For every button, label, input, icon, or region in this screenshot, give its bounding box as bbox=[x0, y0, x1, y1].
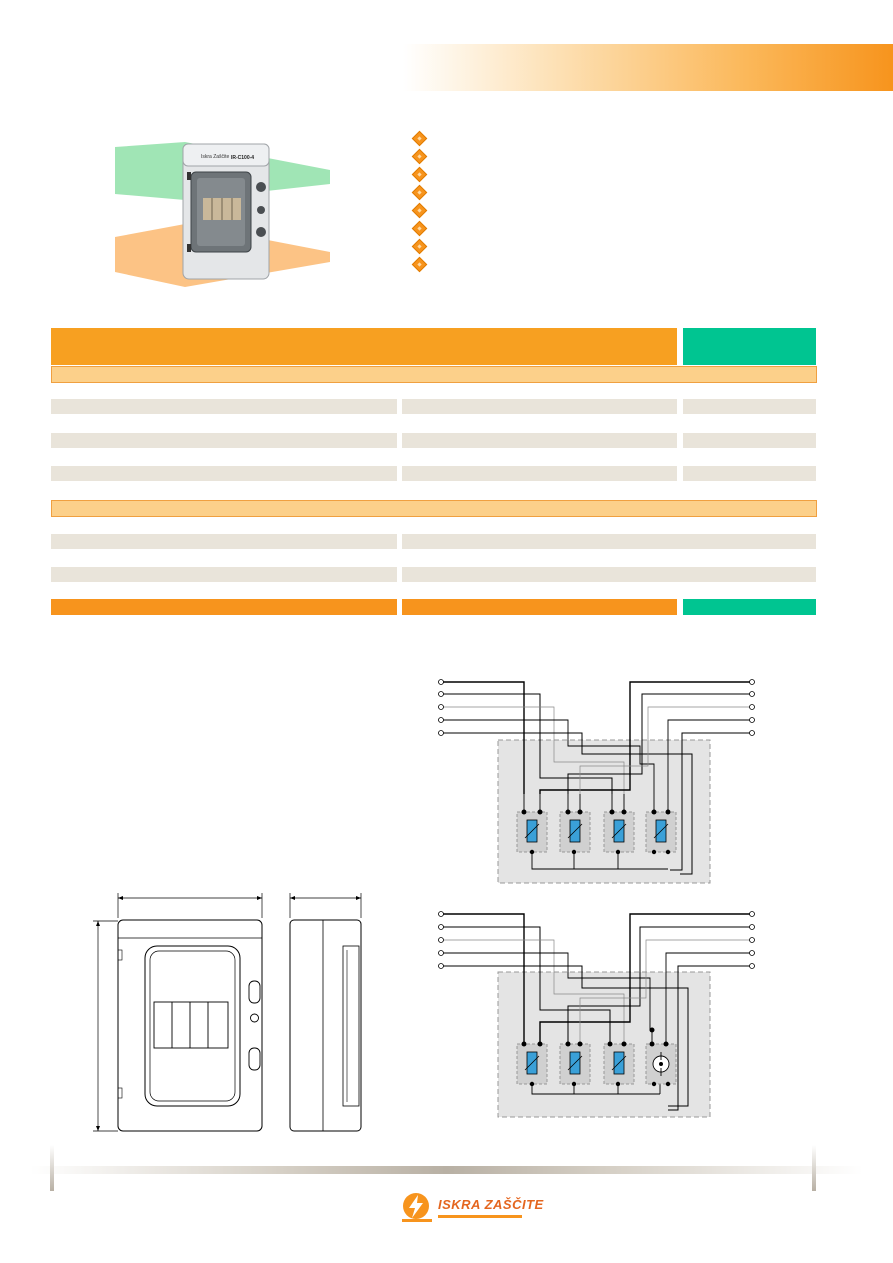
table-row-value-wide bbox=[402, 567, 816, 582]
table-row-unit bbox=[402, 466, 677, 481]
table-header bbox=[51, 328, 677, 365]
table-footer-label bbox=[51, 599, 397, 615]
brand-mini-label: Iskra Zaščite bbox=[201, 154, 230, 160]
orange-diamond-bullet-icon bbox=[411, 166, 428, 183]
table-row-unit bbox=[402, 433, 677, 448]
table-header-model-column bbox=[683, 328, 816, 365]
feature-bullet-list bbox=[411, 130, 428, 275]
company-name: ISKRA ZAŠČITE bbox=[438, 1197, 544, 1212]
orange-diamond-bullet-icon bbox=[411, 238, 428, 255]
orange-diamond-bullet-icon bbox=[411, 148, 428, 165]
table-row-label bbox=[51, 399, 397, 414]
table-row-value-wide bbox=[402, 534, 816, 549]
table-row-label bbox=[51, 534, 397, 549]
table-row-label bbox=[51, 433, 397, 448]
company-logo: ISKRA ZAŠČITE bbox=[400, 1191, 543, 1223]
table-row-value bbox=[683, 466, 816, 481]
orange-diamond-bullet-icon bbox=[411, 130, 428, 147]
varistor-module bbox=[559, 811, 591, 853]
table-section-bar bbox=[51, 500, 817, 517]
product-photo: Iskra Zaščite IR-C100-4 bbox=[115, 142, 330, 287]
orange-diamond-bullet-icon bbox=[411, 202, 428, 219]
table-row-unit bbox=[402, 399, 677, 414]
footer-divider bbox=[30, 1166, 863, 1174]
orange-diamond-bullet-icon bbox=[411, 220, 428, 237]
table-section-bar bbox=[51, 366, 817, 383]
lightning-bolt-icon bbox=[402, 1193, 432, 1222]
footer-divider-post bbox=[812, 1145, 816, 1191]
wiring-diagram-varistors bbox=[438, 679, 755, 884]
orange-diamond-bullet-icon bbox=[411, 256, 428, 273]
header-gradient-band bbox=[403, 44, 893, 91]
table-footer-unit bbox=[402, 599, 677, 615]
orange-diamond-bullet-icon bbox=[411, 184, 428, 201]
front-view-dimension-drawing bbox=[93, 893, 263, 1132]
table-row-value bbox=[683, 433, 816, 448]
footer-divider-post bbox=[50, 1145, 54, 1191]
table-row-label bbox=[51, 466, 397, 481]
logo-underline bbox=[438, 1215, 522, 1218]
model-label: IR-C100-4 bbox=[231, 155, 254, 161]
side-view-dimension-drawing bbox=[289, 893, 362, 1132]
table-footer-value bbox=[683, 599, 816, 615]
table-row-value bbox=[683, 399, 816, 414]
table-row-label bbox=[51, 567, 397, 582]
wiring-diagram-spark-gap bbox=[438, 911, 755, 1118]
